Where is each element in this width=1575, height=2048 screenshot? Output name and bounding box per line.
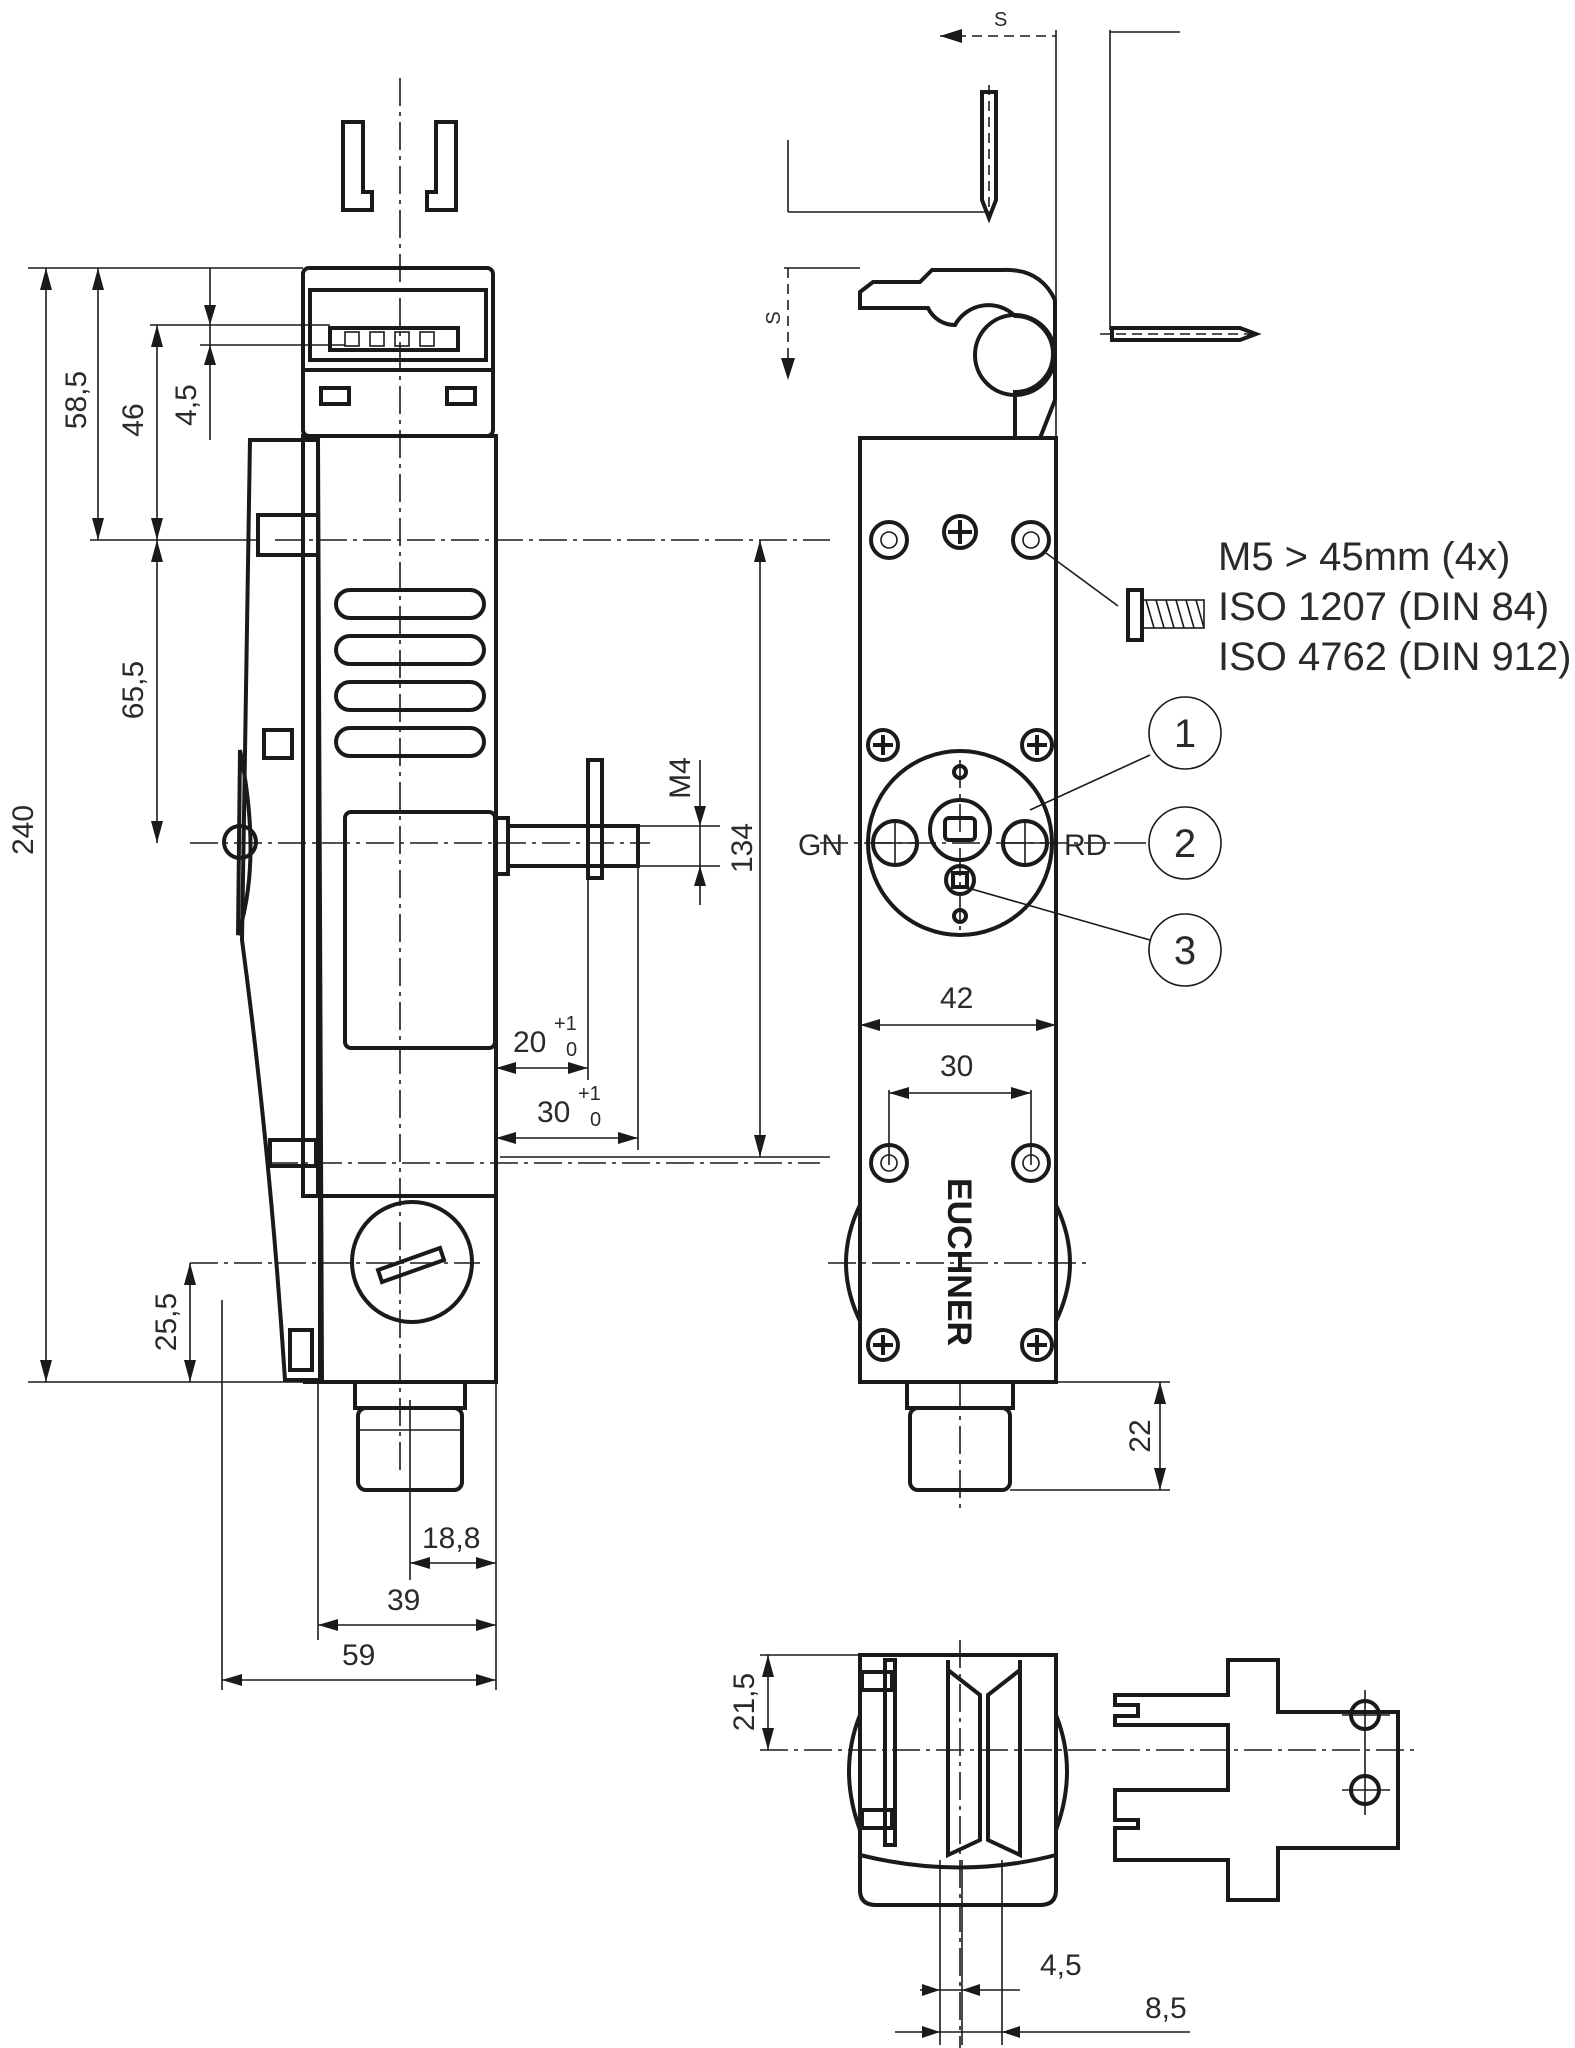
dim-65-5: 65,5 (117, 661, 150, 719)
screw-icon (1126, 588, 1205, 642)
dim-39: 39 (387, 1584, 420, 1617)
dim-20-tol-zero: 0 (566, 1039, 577, 1061)
callout-3: 3 (967, 887, 1222, 987)
screw-note-line2: ISO 1207 (DIN 84) (1218, 585, 1549, 629)
s-label-top: S (994, 9, 1007, 31)
dim-20-tol-plus: +1 (554, 1013, 577, 1035)
dim-30-front: 30 (940, 1050, 973, 1083)
vent-slots (334, 588, 486, 758)
dim-21-5: 21,5 (728, 1673, 761, 1731)
key-lock-icon (350, 1200, 474, 1324)
dim-30-tol-plus: +1 (578, 1083, 601, 1105)
svg-text:1: 1 (1174, 712, 1196, 756)
callout-1: 1 (1029, 696, 1222, 811)
dim-22: 22 (1124, 1419, 1157, 1452)
side-view (190, 78, 830, 1492)
dim-59: 59 (342, 1639, 375, 1672)
dim-58-5: 58,5 (60, 371, 93, 429)
top-view: 21,5 4,5 8,5 (728, 1640, 1420, 2048)
dim-30-tol-zero: 0 (590, 1109, 601, 1131)
screw-note-line1: M5 > 45mm (4x) (1218, 535, 1510, 579)
svg-text:3: 3 (1174, 929, 1196, 973)
side-view-dimensions: 240 58,5 46 4,5 65,5 25,5 134 (7, 267, 830, 1690)
dim-m4: M4 (664, 757, 697, 799)
dim-4-5-bottom: 4,5 (1040, 1949, 1082, 1982)
dim-18-8: 18,8 (422, 1522, 480, 1555)
dim-134: 134 (726, 823, 759, 873)
front-view-annotations: S S M5 > 45mm (4x) ISO 1207 (DIN 84) ISO… (763, 9, 1572, 1491)
dim-46: 46 (117, 403, 150, 436)
callout-2: 2 (1148, 806, 1222, 880)
actuator-tongue-icon (1113, 1658, 1400, 1902)
bolt-icon (494, 758, 640, 880)
dim-4-5-top: 4,5 (170, 384, 203, 426)
dim-20: 20 (513, 1026, 546, 1059)
screw-note-line3: ISO 4762 (DIN 912) (1218, 635, 1572, 679)
led-label-gn: GN (798, 829, 843, 862)
svg-text:2: 2 (1174, 822, 1196, 866)
dim-25-5: 25,5 (150, 1293, 183, 1351)
dim-42: 42 (940, 982, 973, 1015)
s-label-side: S (763, 311, 785, 324)
dim-8-5: 8,5 (1145, 1992, 1187, 2025)
dim-240: 240 (7, 805, 40, 855)
dim-30-left: 30 (537, 1096, 570, 1129)
brand-label: EUCHNER (940, 1178, 978, 1346)
led-label-rd: RD (1064, 829, 1107, 862)
front-view: EUCHNER (820, 267, 1110, 1510)
actuator-tongue-icon (341, 120, 458, 212)
